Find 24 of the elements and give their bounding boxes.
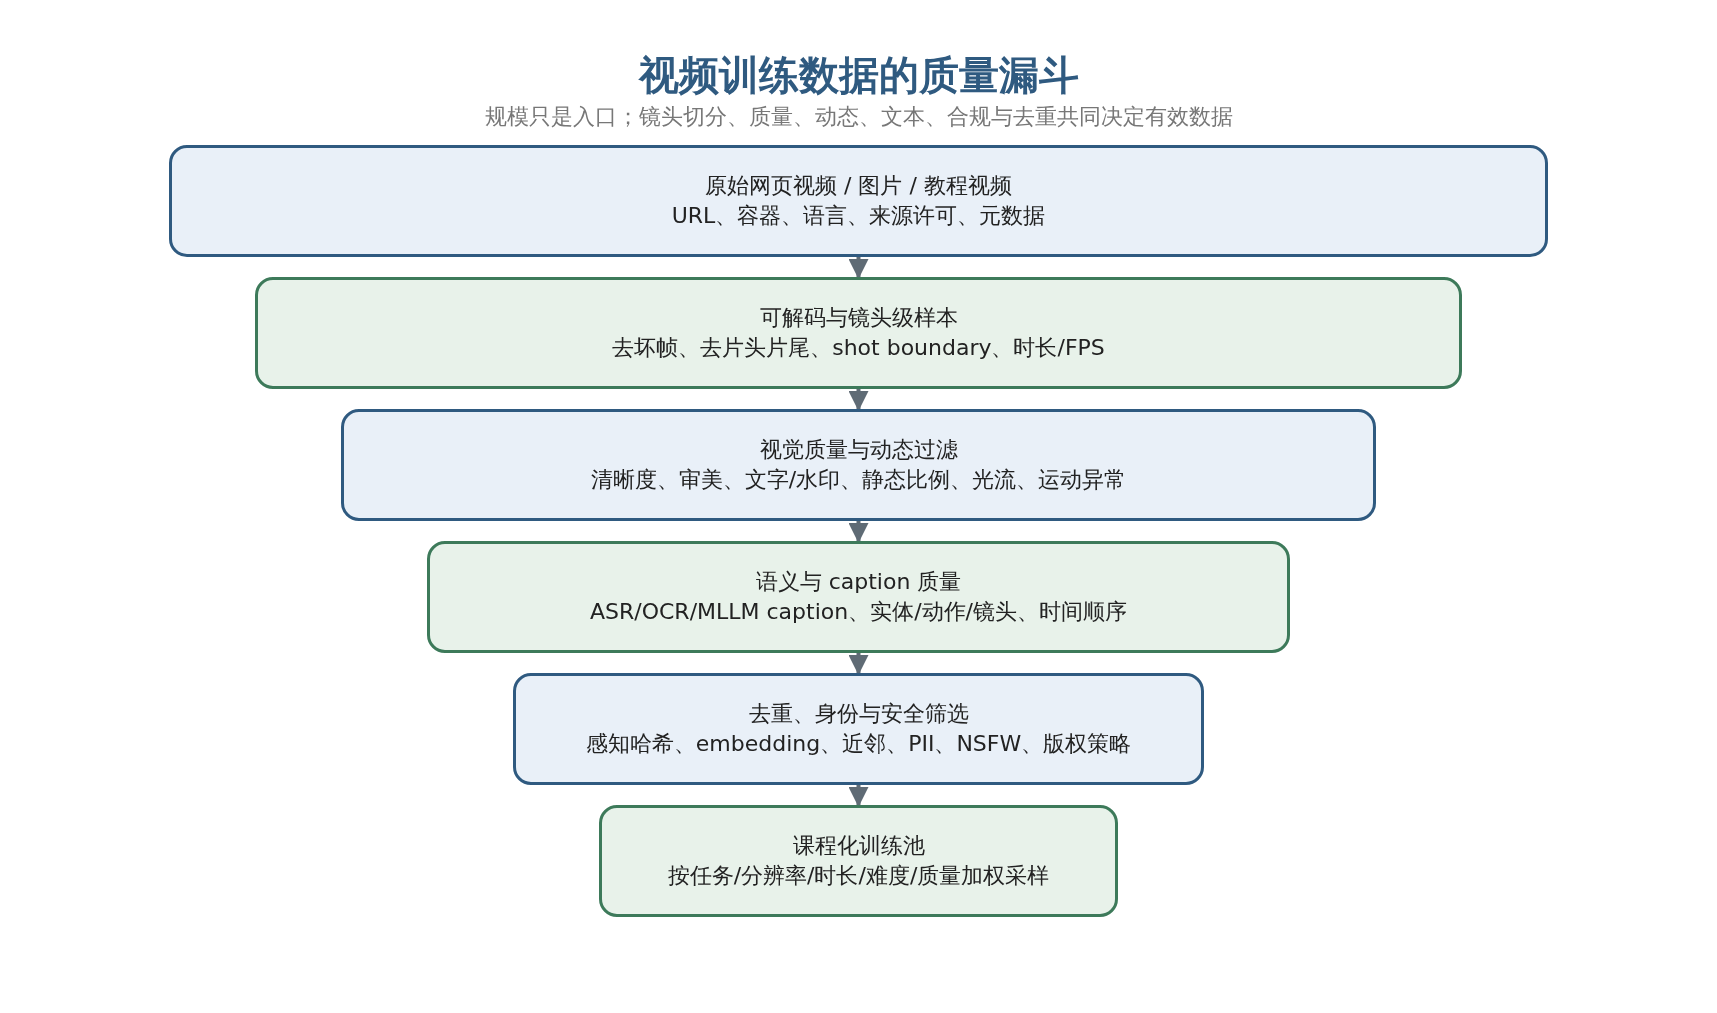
stage-description: 感知哈希、embedding、近邻、PII、NSFW、版权策略: [585, 730, 1132, 758]
diagram-title: 视频训练数据的质量漏斗: [638, 52, 1079, 98]
funnel-stage-box: [427, 541, 1290, 653]
stage-title: 去重、身份与安全筛选: [748, 700, 969, 728]
funnel-stage-box: [255, 277, 1462, 389]
arrow: [848, 257, 869, 279]
stage-description: ASR/OCR/MLLM caption、实体/动作/镜头、时间顺序: [589, 598, 1128, 626]
stage-description: 去坏帧、去片头片尾、shot boundary、时长/FPS: [612, 334, 1105, 362]
funnel-stage-box: [341, 409, 1376, 521]
stage-title: 视觉质量与动态过滤: [759, 436, 958, 464]
stage-description: URL、容器、语言、来源许可、元数据: [671, 202, 1046, 230]
arrow: [848, 785, 869, 807]
funnel-stage-box: [169, 145, 1548, 257]
arrow: [848, 389, 869, 411]
arrow: [848, 521, 869, 543]
stage-title: 原始网页视频 / 图片 / 教程视频: [705, 172, 1012, 200]
stage-description: 清晰度、审美、文字/水印、静态比例、光流、运动异常: [590, 466, 1127, 494]
stage-title: 课程化训练池: [792, 832, 925, 860]
stage-title: 可解码与镜头级样本: [759, 304, 958, 332]
funnel-stage-box: [513, 673, 1204, 785]
stage-title: 语义与 caption 质量: [755, 568, 962, 596]
arrow: [848, 653, 869, 675]
funnel-stage-box: [599, 805, 1118, 917]
stage-description: 按任务/分辨率/时长/难度/质量加权采样: [667, 862, 1050, 890]
